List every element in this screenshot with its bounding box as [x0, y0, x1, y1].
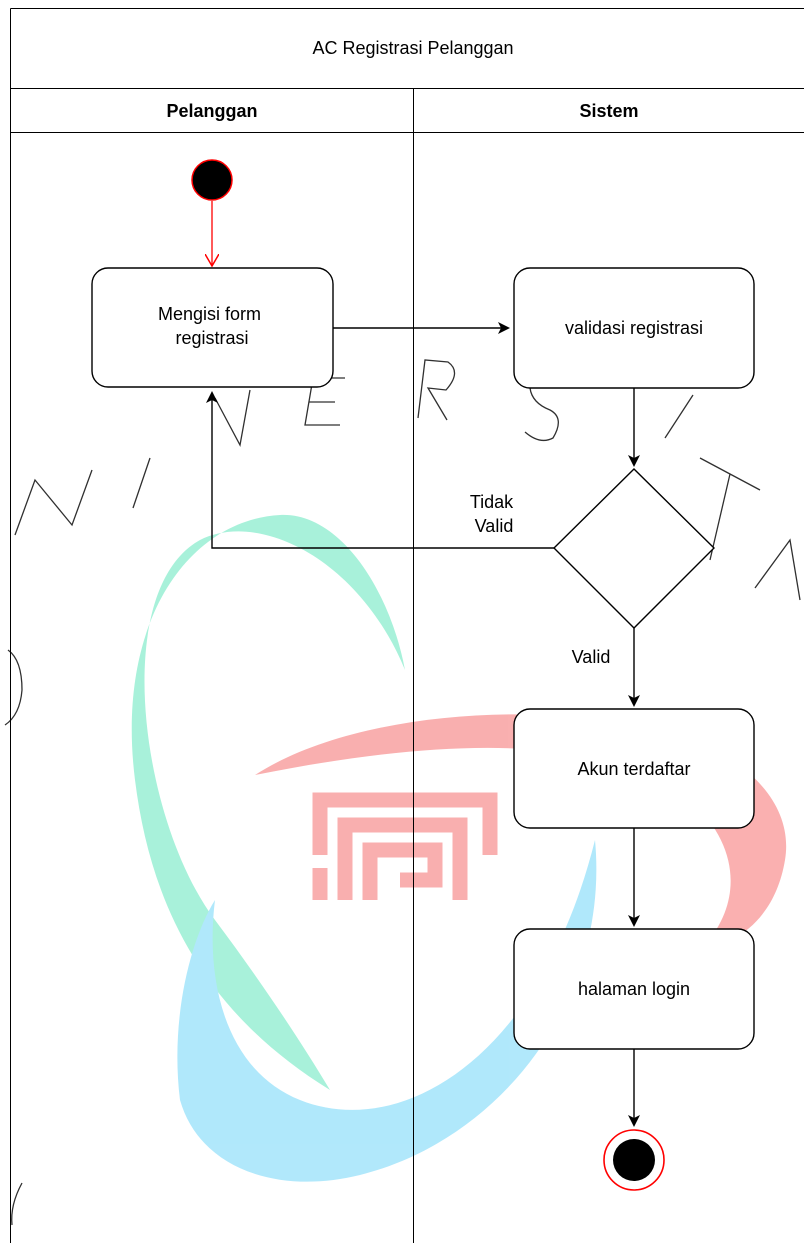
watermark-blue-arc	[177, 840, 597, 1182]
watermark-letters	[4, 359, 801, 1226]
diagram-title: AC Registrasi Pelanggan	[312, 38, 513, 58]
action-akun-terdaftar-label: Akun terdaftar	[577, 759, 690, 779]
action-validasi-label: validasi registrasi	[565, 318, 703, 338]
watermark-red-emblem	[312, 792, 498, 900]
watermark-letter-i	[132, 457, 151, 509]
watermark-letter-t	[699, 457, 761, 561]
watermark-letter-v	[214, 389, 251, 447]
lane-header-pelanggan: Pelanggan	[166, 101, 257, 121]
edge-label-tidak-valid: Tidak Valid	[470, 492, 518, 536]
swimlane-frame	[10, 8, 804, 1243]
final-node	[603, 1129, 665, 1191]
watermark-letter-n	[14, 469, 93, 536]
action-halaman-login-label: halaman login	[578, 979, 690, 999]
watermark-letter-r	[417, 359, 456, 421]
watermark-letter-a	[754, 538, 801, 601]
decision-node	[553, 468, 715, 629]
initial-node	[191, 159, 233, 201]
watermark-letter-c	[11, 1182, 23, 1226]
watermark-letter-i2	[664, 394, 694, 439]
watermark-letter-o	[4, 649, 23, 726]
edge-decision-to-form-invalid	[206, 391, 554, 549]
lane-header-sistem: Sistem	[579, 101, 638, 121]
edge-label-valid: Valid	[572, 647, 611, 667]
action-mengisi-form-label: Mengisi form registrasi	[158, 304, 266, 348]
